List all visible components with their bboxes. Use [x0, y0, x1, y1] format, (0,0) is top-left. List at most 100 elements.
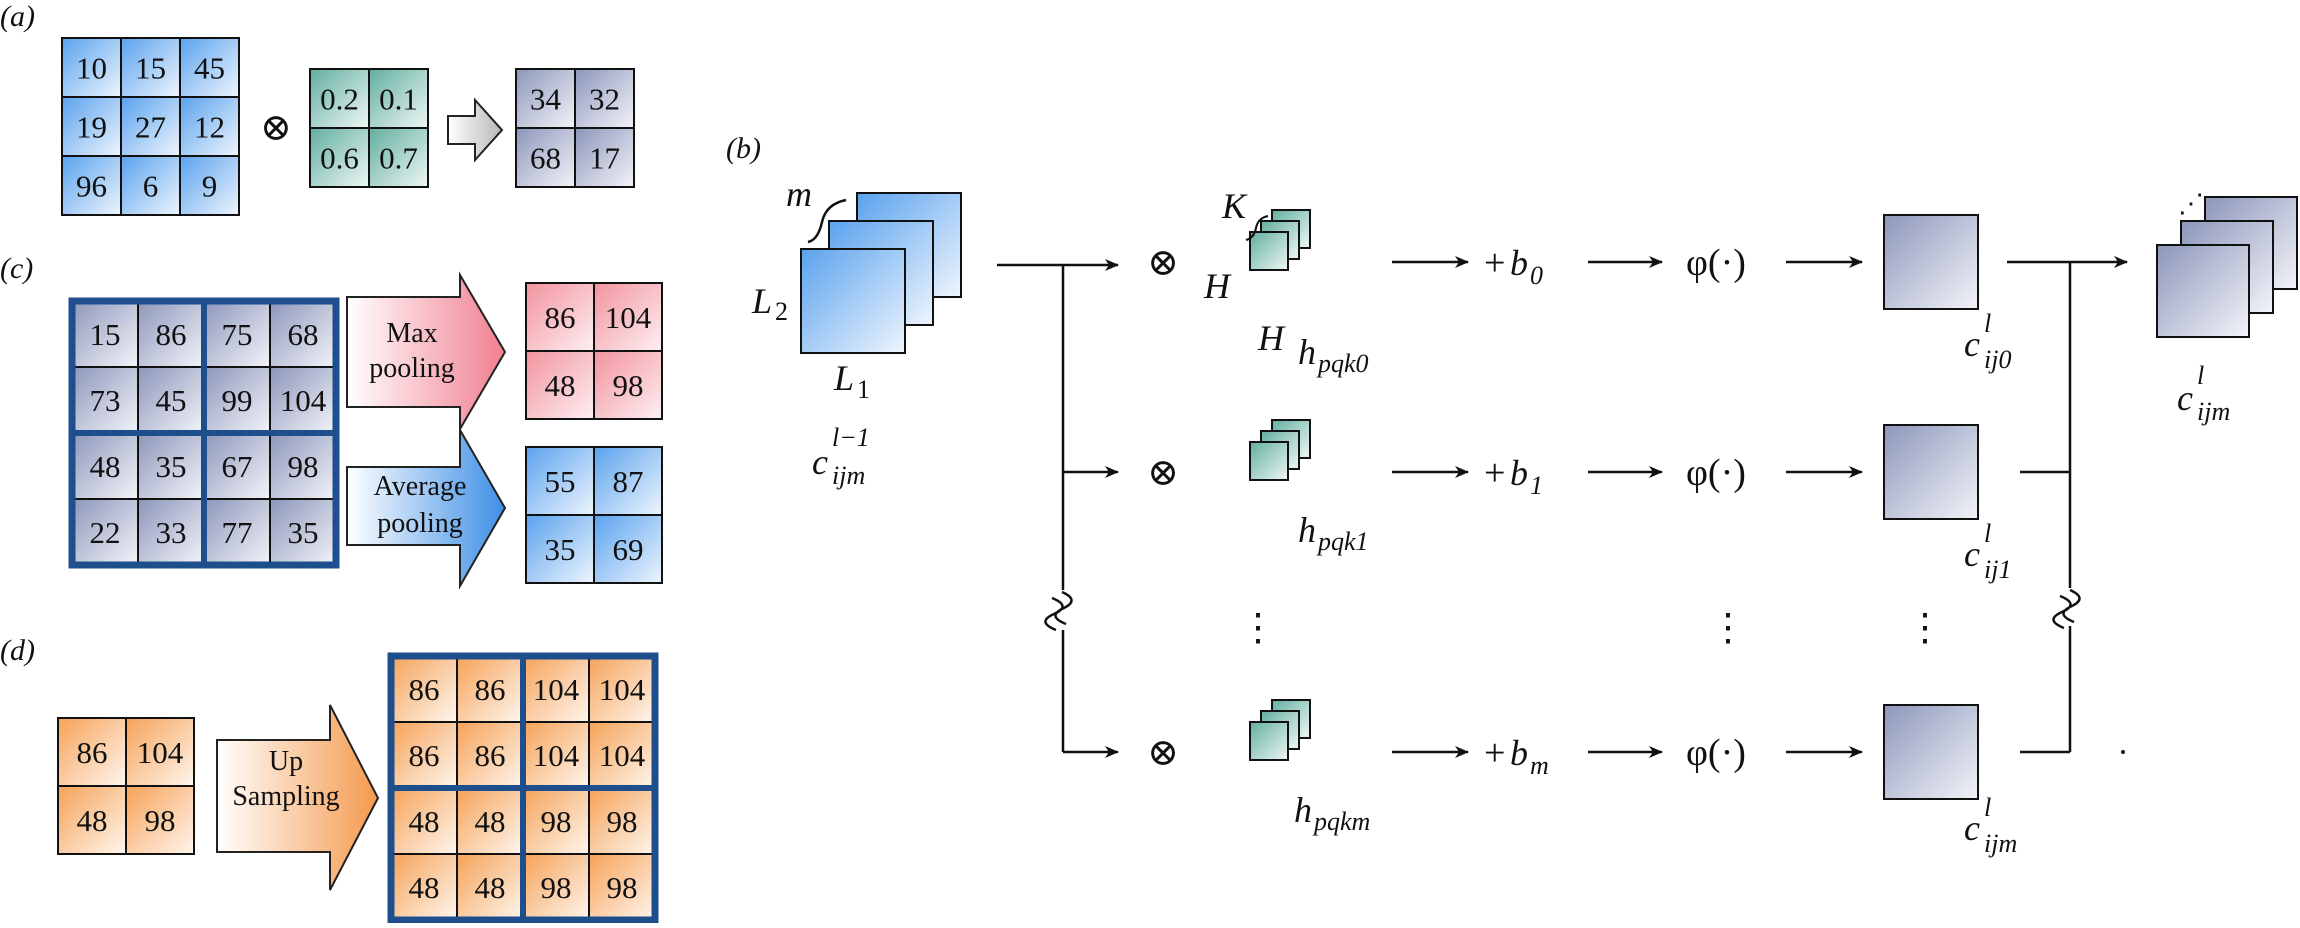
- matrix-cell: [137, 300, 205, 368]
- matrix-cell-value: 86: [77, 735, 108, 770]
- input-width-L1: L: [833, 358, 854, 398]
- matrix-cell-value: 98: [541, 870, 572, 905]
- matrix-cell-value: 45: [156, 383, 187, 418]
- matrix-cell-value: 15: [135, 51, 166, 86]
- kernel-name-h: h: [1294, 790, 1312, 830]
- matrix-cell: [525, 282, 595, 352]
- matrix-cell-value: 99: [222, 383, 253, 418]
- panel-a-arrow-icon: [447, 97, 504, 163]
- bias-b: b: [1510, 243, 1528, 283]
- matrix-cell: [137, 498, 205, 566]
- matrix-cell-value: 0.1: [379, 82, 418, 117]
- matrix-cell-value: 104: [280, 383, 327, 418]
- matrix-cell-value: 68: [288, 317, 319, 352]
- bias-b: b: [1510, 733, 1528, 773]
- output-map: [1883, 424, 1979, 520]
- max-pooling-arrow-icon: [346, 271, 507, 433]
- input-feature-map-stack: m L 2 L 1 c l−1 ijm: [751, 174, 962, 490]
- matrix-cell-value: 48: [545, 368, 576, 403]
- bias-sub: 0: [1530, 261, 1543, 290]
- matrix-cell: [120, 155, 181, 216]
- matrix-cell-value: 67: [222, 449, 253, 484]
- matrix-cell: [368, 68, 429, 129]
- input-height-L2: L: [751, 281, 772, 321]
- matrix-cell-value: 77: [222, 515, 253, 550]
- matrix-cell: [269, 432, 337, 500]
- input-map-front: [800, 248, 906, 354]
- matrix-cell-value: 22: [90, 515, 121, 550]
- average-pooling-arrow-icon: [346, 426, 507, 590]
- kernel-map-front: [1249, 231, 1289, 271]
- matrix-cell: [125, 785, 195, 855]
- output-name-c: c: [2177, 378, 2193, 418]
- matrix-cell-value: 86: [475, 672, 506, 707]
- bias-plus: +: [1484, 732, 1505, 774]
- conv-operator: ⊗: [1147, 452, 1179, 494]
- bias-sub: 1: [1530, 471, 1543, 500]
- matrix-cell: [515, 127, 576, 188]
- bias-b: b: [1510, 453, 1528, 493]
- bias-sub: m: [1530, 751, 1549, 780]
- matrix-cell-value: 98: [541, 804, 572, 839]
- matrix-cell: [588, 721, 656, 789]
- output-map-front: [2156, 244, 2250, 338]
- matrix-cell-value: 86: [475, 738, 506, 773]
- matrix-cell-value: 98: [607, 870, 638, 905]
- matrix-cell: [125, 717, 195, 787]
- matrix-cell: [588, 853, 656, 921]
- output-map-sup: l: [1984, 519, 1991, 548]
- output-map-sub: ij0: [1984, 345, 2011, 374]
- matrix-cell-value: 17: [589, 141, 620, 176]
- matrix-cell-value: 6: [143, 169, 159, 204]
- matrix-cell-value: 55: [545, 464, 576, 499]
- activation-function: φ(·): [1686, 732, 1746, 774]
- matrix-cell: [390, 655, 458, 723]
- matrix-cell-value: 0.7: [379, 141, 418, 176]
- output-vdots: ⋮: [1906, 607, 1944, 649]
- kernel-vdots: ⋮: [1239, 607, 1277, 649]
- matrix-cell: [137, 432, 205, 500]
- matrix-cell-value: 98: [145, 803, 176, 838]
- bias-plus: +: [1484, 452, 1505, 494]
- matrix-cell: [593, 514, 663, 584]
- matrix-cell-value: 27: [135, 110, 166, 145]
- matrix-cell-value: 75: [222, 317, 253, 352]
- kernel-map-front: [1249, 441, 1289, 481]
- panel-b-label: (b): [726, 132, 761, 165]
- matrix-cell: [179, 155, 240, 216]
- matrix-cell-value: 45: [194, 51, 225, 86]
- matrix-cell: [368, 127, 429, 188]
- distribution-bus-break-icon: [1044, 590, 1073, 632]
- matrix-cell: [390, 853, 458, 921]
- matrix-cell: [456, 655, 524, 723]
- matrix-cell-value: 48: [475, 804, 506, 839]
- kernel-name-sub: pqkm: [1312, 807, 1370, 836]
- matrix-cell: [61, 155, 122, 216]
- matrix-cell-value: 19: [76, 110, 107, 145]
- matrix-cell-value: 104: [533, 672, 580, 707]
- output-map-name-c: c: [1964, 324, 1980, 364]
- input-depth-m: m: [786, 174, 812, 214]
- kernel-width-H: H: [1257, 318, 1286, 358]
- matrix-cell-value: 10: [76, 51, 107, 86]
- matrix-cell: [525, 514, 595, 584]
- matrix-cell-value: 33: [156, 515, 187, 550]
- matrix-cell-value: 104: [599, 738, 646, 773]
- matrix-cell: [179, 96, 240, 157]
- matrix-cell-value: 69: [613, 532, 644, 567]
- matrix-cell-value: 9: [202, 169, 218, 204]
- matrix-cell: [309, 127, 370, 188]
- collector-bus-break-icon: [2052, 588, 2081, 630]
- matrix-cell: [593, 282, 663, 352]
- matrix-cell-value: 104: [533, 738, 580, 773]
